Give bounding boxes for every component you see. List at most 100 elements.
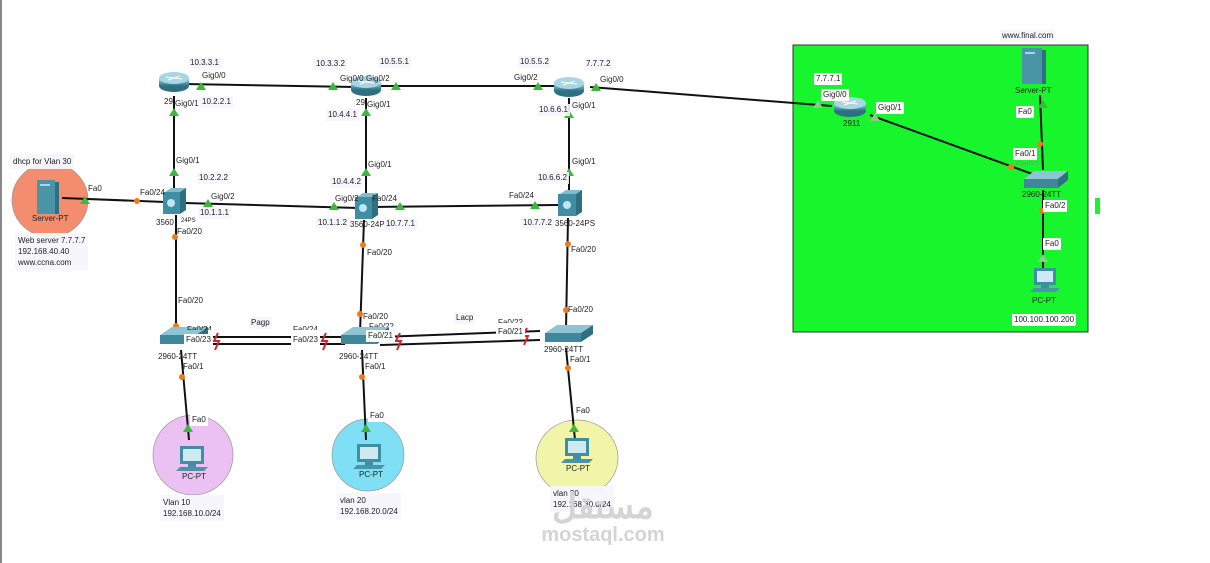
pc3-info: vlan 30 192.168.30.0/24 xyxy=(550,486,614,512)
pc2-subnet: 192.168.20.0/24 xyxy=(340,507,398,516)
pc-vlan10[interactable] xyxy=(176,446,208,471)
server-isp[interactable] xyxy=(1022,48,1046,84)
port-blocking-icon xyxy=(134,198,140,204)
server-port: Fa0 xyxy=(88,184,102,193)
cable-sw2-sw3-b xyxy=(379,339,541,346)
port-down-icon xyxy=(320,332,329,351)
pc1-info: Vlan 10 192.168.10.0/24 xyxy=(160,495,224,521)
pc-vlan20[interactable] xyxy=(353,444,385,469)
isp-switch-port-fa1: Fa0/1 xyxy=(1013,148,1038,160)
pc1-vlan: Vlan 10 xyxy=(163,498,191,507)
isp-server-port: Fa0 xyxy=(1016,106,1034,118)
multilayer-switch-ms2[interactable] xyxy=(355,193,378,219)
r3-port-g00: Gig0/0 xyxy=(600,75,624,84)
isp-router-ip: 7.7.7.1 xyxy=(814,73,843,85)
sw2-port-fa24: Fa0/24 xyxy=(293,325,318,330)
cable-r1-r2 xyxy=(184,83,356,88)
sw3-port-fa22: Fa0/22 xyxy=(498,318,523,323)
multilayer-switch-ms3[interactable] xyxy=(558,190,582,216)
r3-ip-g01: 10.6.6.1 xyxy=(537,104,570,116)
server-info-line2: 192.168.40.40 xyxy=(18,247,70,256)
pc1-name: PC-PT xyxy=(182,472,206,481)
pc-isp[interactable] xyxy=(1030,268,1060,292)
port-blocking-icon xyxy=(360,242,366,248)
watermark-arabic: مستقل xyxy=(552,488,654,526)
ms1-port-fa24: Fa0/24 xyxy=(140,188,165,197)
port-blocking-icon xyxy=(565,365,571,371)
ms2-port-g02: Gig0/2 xyxy=(335,194,359,203)
cable-ms1-ms2 xyxy=(184,202,359,209)
pc1-subnet: 192.168.10.0/24 xyxy=(163,509,221,518)
ms1-port-g01: Gig0/1 xyxy=(176,156,200,165)
ms3-port-g01: Gig0/1 xyxy=(572,157,596,166)
watermark-latin: mostaql.com xyxy=(541,524,665,546)
multilayer-switch-ms1[interactable] xyxy=(163,188,186,214)
router-r1[interactable] xyxy=(159,72,189,92)
port-blocking-icon xyxy=(359,374,365,380)
cable-server-ms1 xyxy=(61,197,166,203)
ms1-model: 3560 xyxy=(156,218,174,227)
ms1-port-fa20: Fa0/20 xyxy=(177,227,202,236)
ms2-port-g01: Gig0/1 xyxy=(368,160,392,169)
sw3-model: 2960-24TT xyxy=(544,345,584,354)
isp-server-domain: www.final.com xyxy=(1000,30,1056,42)
ms1-ip-g01: 10.2.2.2 xyxy=(197,172,230,184)
port-blocking-icon xyxy=(563,307,569,313)
sw1-port-fa24: Fa0/24 xyxy=(187,325,212,330)
server-web[interactable] xyxy=(37,180,59,214)
ms3-ip-g01: 10.6.6.2 xyxy=(536,172,569,184)
port-up-icon xyxy=(569,424,579,432)
sw2-port-fa1: Fa0/1 xyxy=(365,362,386,371)
pc1-port: Fa0 xyxy=(190,414,208,426)
pc3-port: Fa0 xyxy=(576,406,590,415)
port-blocking-icon xyxy=(1008,164,1014,170)
ms2-port-fa24: Fa0/24 xyxy=(372,194,397,203)
cable-r3-isp xyxy=(589,86,833,107)
sw2-port-fa23: Fa0/23 xyxy=(291,334,320,346)
port-up-icon xyxy=(361,168,371,176)
port-blocking-icon xyxy=(565,241,571,247)
sw3-port-fa1: Fa0/1 xyxy=(570,355,591,364)
watermark: مستقل mostaql.com xyxy=(528,490,678,546)
isp-switch-model: 2960-24TT xyxy=(1022,190,1062,199)
sw2-port-fa22: Fa0/22 xyxy=(369,322,394,327)
port-up-icon xyxy=(329,202,339,210)
port-up-icon xyxy=(361,108,371,116)
r1-model: 29 xyxy=(164,97,173,106)
r2-model: 29 xyxy=(356,98,365,107)
cable-ms2-ms3 xyxy=(374,204,559,208)
r2-port-g02: Gig0/2 xyxy=(366,74,390,83)
isp-router-port-g01: Gig0/1 xyxy=(876,102,904,114)
lacp-label: Lacp xyxy=(454,312,476,324)
ms1-model-tail: 24PS xyxy=(181,218,196,224)
switch-isp[interactable] xyxy=(1024,171,1068,188)
port-down-icon xyxy=(394,332,403,351)
port-up-icon xyxy=(391,82,401,90)
cable-sw2-pc2 xyxy=(361,349,367,441)
pc3-subnet: 192.168.30.0/24 xyxy=(553,500,611,509)
port-blocking-icon xyxy=(1037,141,1043,147)
sw3-port-fa20: Fa0/20 xyxy=(568,305,593,314)
isp-server-name: Server-PT xyxy=(1015,86,1052,95)
sw1-port-fa23: Fa0/23 xyxy=(184,334,213,346)
port-up-icon xyxy=(1038,100,1048,108)
r3-port-g02: Gig0/2 xyxy=(514,73,538,82)
server-info-line1: Web server 7.7.7.7 xyxy=(18,236,86,245)
ms2-model: 3560-24PS xyxy=(350,220,391,229)
router-r2[interactable] xyxy=(351,76,381,96)
small-green-marker xyxy=(1095,198,1100,214)
port-up-icon xyxy=(361,424,371,432)
pc3-name: PC-PT xyxy=(566,464,590,473)
isp-pc-port: Fa0 xyxy=(1043,238,1061,250)
port-markers xyxy=(80,82,1048,432)
sw1-port-fa1: Fa0/1 xyxy=(183,362,204,371)
port-up-icon xyxy=(813,100,823,108)
switch-sw3[interactable] xyxy=(545,325,593,342)
pc2-info: vlan 20 192.168.20.0/24 xyxy=(337,493,401,519)
isp-switch-port-fa2: Fa0/2 xyxy=(1043,200,1068,212)
pc2-port: Fa0 xyxy=(368,410,386,422)
r2-port-g00: Gig0/0 xyxy=(340,74,364,83)
router-r3[interactable] xyxy=(554,77,584,97)
port-up-icon xyxy=(196,82,206,90)
pc-vlan30[interactable] xyxy=(561,438,593,463)
